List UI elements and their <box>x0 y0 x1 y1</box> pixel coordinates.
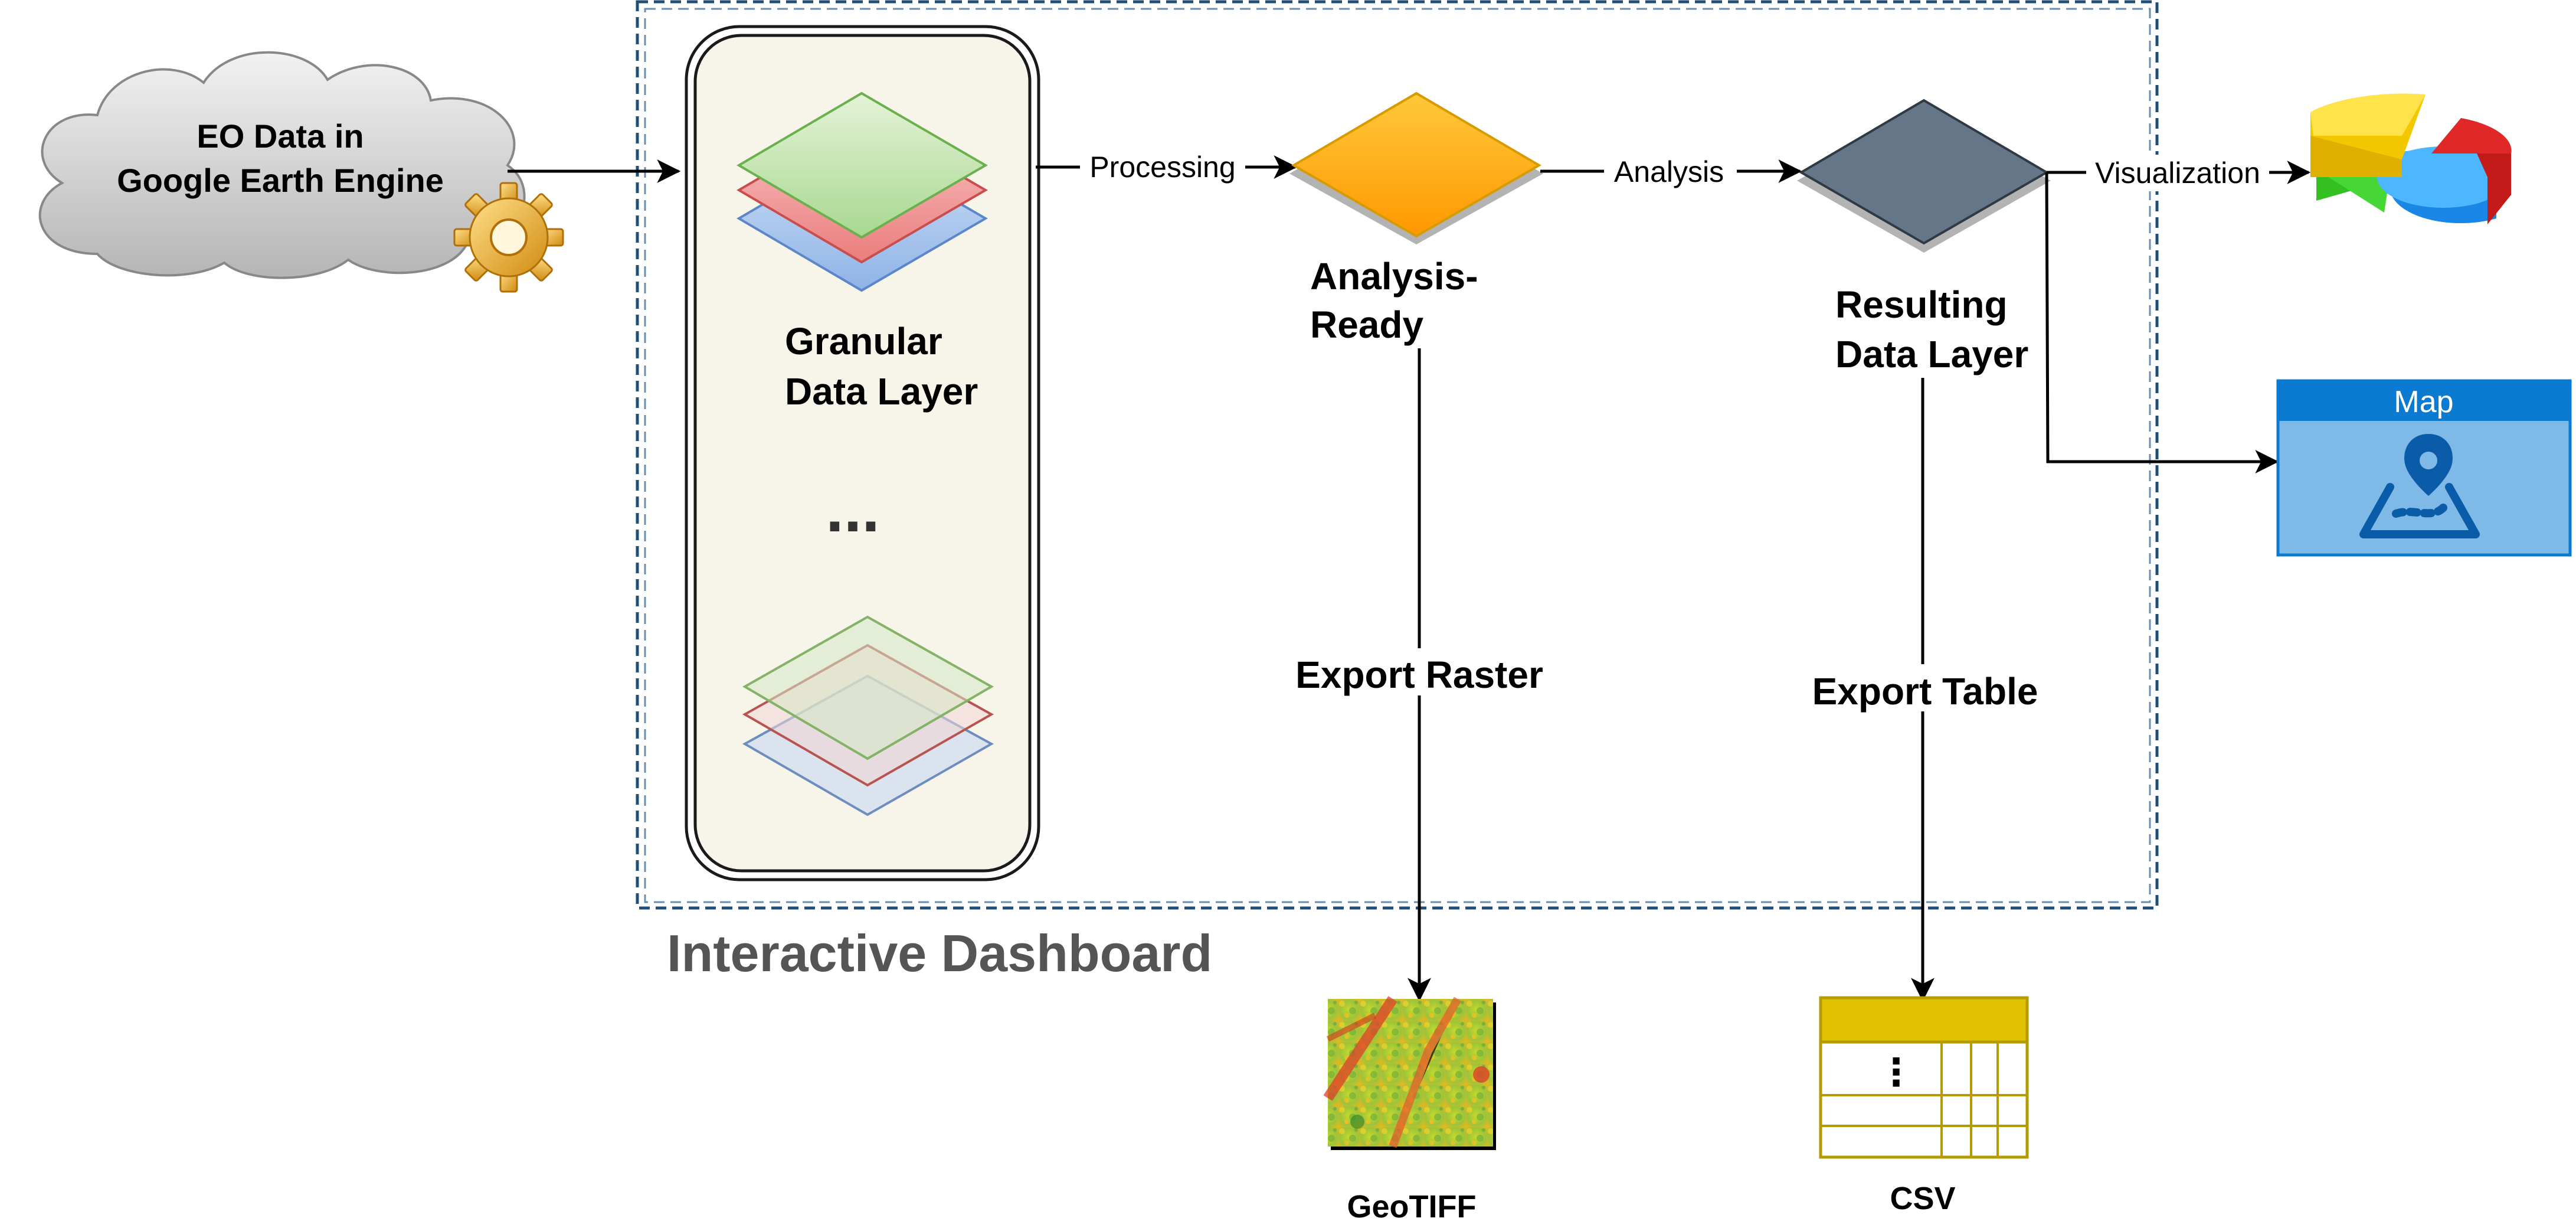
geotiff-label: GeoTIFF <box>1347 1189 1477 1224</box>
csv-table-icon <box>1819 996 2029 1159</box>
eo-data-title-line2: Google Earth Engine <box>117 162 444 199</box>
map-output-label: Map <box>2394 385 2453 419</box>
csv-label: CSV <box>1890 1181 1955 1216</box>
eo-data-cloud <box>38 51 526 279</box>
resulting-label-line2: Data Layer <box>1835 333 2028 375</box>
edge-label-export-raster: Export Raster <box>1295 654 1543 696</box>
granular-ellipsis: ... <box>826 473 880 546</box>
arrow-to-map <box>2045 172 2279 473</box>
analysis-ready-label-line2: Ready <box>1310 303 1424 346</box>
layer-stack-top-icon <box>737 92 988 292</box>
edge-label-processing: Processing <box>1089 151 1235 184</box>
interactive-dashboard-label: Interactive Dashboard <box>667 924 1212 982</box>
granular-label-line1: Granular <box>785 320 942 362</box>
analysis-ready-label-line1: Analysis- <box>1310 255 1478 298</box>
geotiff-raster-icon <box>1323 996 1496 1150</box>
resulting-data-diamond <box>1797 99 2051 253</box>
edge-label-visualization: Visualization <box>2095 156 2260 190</box>
interactive-dashboard-container <box>636 0 2159 910</box>
analysis-ready-diamond <box>1289 92 1543 244</box>
map-output-icon <box>2276 379 2572 557</box>
resulting-label-line1: Resulting <box>1835 283 2008 326</box>
eo-data-title-line1: EO Data in <box>197 117 364 155</box>
pie-chart-icon <box>2310 93 2512 224</box>
gear-icon <box>453 182 564 293</box>
edge-label-export-table: Export Table <box>1812 670 2038 713</box>
edge-label-analysis: Analysis <box>1614 155 1724 188</box>
csv-table-ellipsis: ⋮ <box>1877 1051 1915 1093</box>
granular-label-line2: Data Layer <box>785 370 978 413</box>
layer-stack-bottom-icon <box>742 615 994 817</box>
